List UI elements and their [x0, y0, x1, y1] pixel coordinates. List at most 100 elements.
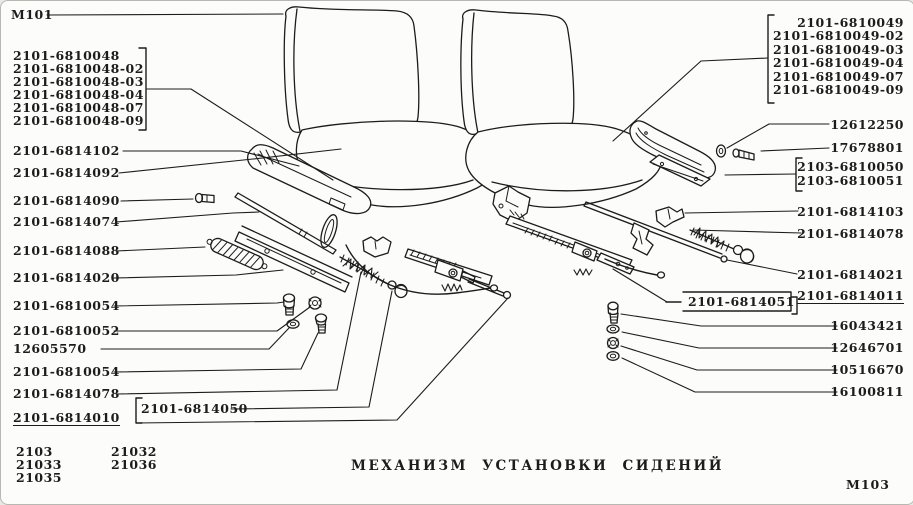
small-spring-right — [573, 268, 593, 276]
part-label-6810048-02: 2101-6810048-02 — [13, 61, 144, 76]
leader-6814088 — [115, 246, 206, 252]
part-label-6810049-09: 2101-6810049-09 — [773, 82, 904, 97]
clip-6814103-part — [655, 206, 685, 228]
cable-left — [345, 244, 492, 295]
leader-6814051 — [612, 268, 668, 303]
bracket-6814011 — [791, 296, 798, 315]
leader-6810054a — [113, 301, 285, 307]
upper-link-rod — [234, 192, 337, 255]
part-label-6810049-04: 2101-6810049-04 — [773, 55, 904, 70]
bracket-group-48 — [138, 47, 147, 131]
pin-6814090-part — [194, 192, 215, 204]
leader-6814020 — [113, 269, 284, 279]
leader-6810052 — [113, 306, 311, 332]
part-label-16100811: 16100811 — [830, 384, 904, 399]
leader-6814074 — [115, 211, 260, 223]
part-label-6814102: 2101-6814102 — [13, 143, 120, 158]
part-label-6814051: 2101-6814051 — [688, 294, 795, 309]
figure-ref-m101: M101 — [11, 7, 53, 22]
part-label-12646701: 12646701 — [830, 340, 904, 355]
screw-17678801-part — [732, 148, 755, 161]
hinge-bracket-plate — [649, 154, 711, 187]
leader-16043421 — [620, 313, 838, 327]
right-seat-drawing — [460, 9, 662, 208]
washer-12612250-part — [715, 144, 727, 158]
cable-right — [604, 258, 658, 276]
fork-bracket — [362, 236, 392, 258]
washer-12646701-part — [606, 324, 620, 334]
leader-16100811 — [621, 357, 838, 393]
figure-ref-m103: M103 — [846, 477, 890, 492]
leader-6814103 — [684, 210, 799, 214]
model-21033: 21033 — [16, 457, 62, 472]
bracket-group-49 — [767, 14, 775, 104]
left-seat-drawing — [246, 6, 501, 215]
leader-6814050-a — [230, 290, 393, 410]
spring-on-screw-right — [693, 227, 725, 248]
bracket-2103-pair — [795, 157, 803, 192]
right-seat-cushion-crease — [491, 179, 643, 192]
part-label-17678801: 17678801 — [830, 140, 904, 155]
figure-caption: МЕХАНИЗМ УСТАНОВКИ СИДЕНИЙ — [351, 458, 725, 474]
leader-2103-pair — [724, 173, 797, 176]
part-label-12612250: 12612250 — [830, 117, 904, 132]
leader-17678801 — [760, 147, 830, 152]
label-brackets — [135, 14, 803, 424]
bolt-6810054-part-a — [282, 293, 296, 316]
leader-12605570 — [100, 327, 290, 350]
spring-on-screw — [342, 258, 379, 279]
part-label-12605570: 12605570 — [13, 341, 87, 356]
part-label-6814011: 2101-6814011 — [797, 288, 904, 304]
guide-rail-right — [505, 209, 635, 276]
part-label-6810049: 2101-6810049 — [797, 15, 904, 30]
model-21036: 21036 — [111, 457, 157, 472]
seat-trim-panel — [629, 120, 717, 179]
lower-rail-left — [234, 225, 353, 293]
strap-loop — [320, 214, 338, 248]
part-label-6814021: 2101-6814021 — [797, 267, 904, 282]
box-6814051 — [665, 291, 792, 312]
leader-6814050-b — [135, 297, 509, 424]
part-label-6814103: 2101-6814103 — [797, 204, 904, 219]
part-label-2103-6810051: 2103-6810051 — [797, 173, 904, 188]
leader-6814092 — [118, 148, 342, 174]
leader-6814078-right — [692, 229, 802, 234]
part-label-6814092: 2101-6814092 — [13, 165, 120, 180]
left-seat-mech-cover-inner — [257, 153, 352, 198]
leader-group-49 — [612, 57, 769, 142]
bracket-6814050 — [135, 397, 143, 424]
model-21035: 21035 — [16, 470, 62, 485]
latch-lever-bracket — [492, 185, 531, 223]
screw-6810054-part-b — [314, 313, 328, 334]
part-label-6810054-b: 2101-6810054 — [13, 364, 120, 379]
spring-6814088-part — [206, 237, 268, 271]
leader-group-48 — [146, 88, 334, 181]
part-label-6814090: 2101-6814090 — [13, 193, 120, 208]
leader-6814021 — [726, 259, 798, 275]
adjusting-screw-right — [689, 227, 755, 264]
right-seat-back-bolster-line — [471, 12, 479, 134]
leader-6810054b — [113, 332, 319, 373]
nut-10516670-part — [606, 336, 620, 350]
part-label-16043421: 16043421 — [830, 318, 904, 333]
bolt-16043421-part — [607, 301, 619, 324]
part-label-6810048-03: 2101-6810048-03 — [13, 74, 144, 89]
washer-12605570-part — [286, 319, 300, 329]
part-label-6810052: 2101-6810052 — [13, 323, 120, 338]
part-label-6810049-03: 2101-6810049-03 — [773, 42, 904, 57]
cable-left-loop — [489, 284, 499, 292]
part-label-2103-6810050: 2103-6810050 — [797, 159, 904, 174]
model-2103: 2103 — [16, 444, 53, 459]
part-label-6814010: 2101-6814010 — [13, 410, 120, 426]
part-label-6810054-a: 2101-6810054 — [13, 298, 120, 313]
part-label-6810049-07: 2101-6810049-07 — [773, 69, 904, 84]
part-label-6814020: 2101-6814020 — [13, 270, 120, 285]
leader-12646701 — [621, 331, 838, 349]
part-label-6814050: 2101-6814050 — [141, 401, 248, 416]
mid-bracket — [630, 222, 654, 256]
sector-rail-left — [404, 248, 512, 300]
cover-notch — [328, 197, 346, 211]
leader-6814102 — [122, 150, 300, 167]
